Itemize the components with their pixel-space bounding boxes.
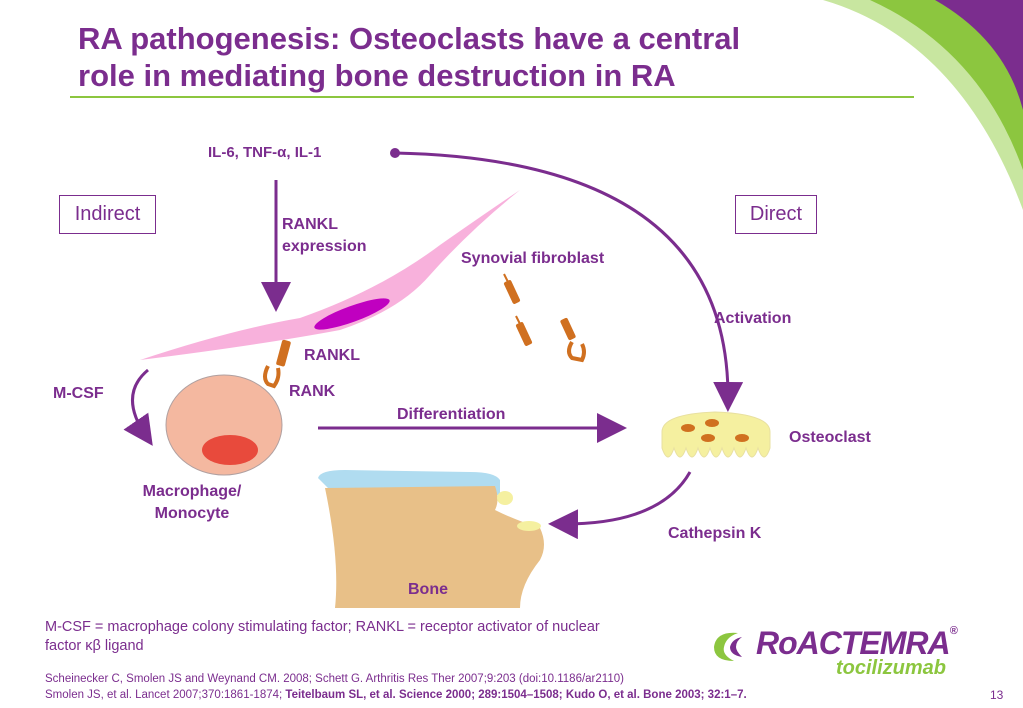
differentiation-label: Differentiation	[397, 406, 506, 423]
rank-label: RANK	[289, 383, 336, 400]
bone-erosion-osteoclast-2	[517, 521, 541, 531]
macrophage-nucleus	[202, 435, 258, 465]
references: Scheinecker C, Smolen JS and Weynand CM.…	[45, 671, 945, 703]
title-underline	[70, 96, 914, 98]
bone-shape	[325, 486, 544, 608]
indirect-box: Indirect	[59, 195, 156, 234]
cytokines-label: IL-6, TNF-α, IL-1	[208, 144, 322, 161]
free-rankl-3	[560, 317, 576, 341]
osteoclast-nucleus-4	[735, 434, 749, 442]
osteoclast-nucleus-2	[705, 419, 719, 427]
synovial-fibroblast-label: Synovial fibroblast	[461, 250, 605, 267]
activation-label: Activation	[714, 310, 792, 327]
rankl-expression-line-2: expression	[282, 238, 367, 255]
reference-line-2-plain: Smolen JS, et al. Lancet 2007;370:1861-1…	[45, 689, 286, 701]
bone-label: Bone	[408, 581, 448, 598]
abbreviation-footnote: M-CSF = macrophage colony stimulating fa…	[45, 618, 665, 656]
rankl-expression-line-1: RANKL	[282, 216, 338, 233]
free-rankl-1	[503, 280, 521, 304]
mcsf-arrow	[123, 368, 153, 446]
osteoclast-label: Osteoclast	[789, 429, 871, 446]
reference-line-2-bold: Teitelbaum SL, et al. Science 2000; 289:…	[285, 689, 747, 701]
fibroblast-nucleus	[314, 298, 390, 330]
roactemra-logo: RoACTEMRA® tocilizumab	[700, 623, 990, 683]
rankl-expression-label: RANKL expression	[282, 214, 366, 258]
footnote-line-2: factor κβ ligand	[45, 638, 144, 654]
logo-trademark: ®	[949, 625, 958, 637]
reference-line-2: Smolen JS, et al. Lancet 2007;370:1861-1…	[45, 687, 945, 703]
mcsf-label: M-CSF	[53, 385, 104, 402]
macrophage-line-2: Monocyte	[154, 505, 230, 522]
rank-receptor	[263, 365, 281, 389]
cathepsin-label: Cathepsin K	[668, 525, 762, 542]
logo-brand-name: RoACTEMRA	[756, 625, 951, 661]
bone-erosion-osteoclast-1	[497, 491, 513, 505]
logo-swirl-icon	[714, 632, 742, 661]
title-line-1: RA pathogenesis: Osteoclasts have a cent…	[78, 21, 741, 56]
title-line-2: role in mediating bone destruction in RA	[78, 58, 676, 93]
page-number: 13	[990, 688, 1004, 702]
rankl-ligand	[276, 339, 291, 367]
osteoclast-cell	[661, 411, 771, 458]
free-rankl-1-stem	[503, 273, 509, 283]
footnote-line-1: M-CSF = macrophage colony stimulating fa…	[45, 619, 600, 635]
cathepsin-arrow	[548, 471, 692, 540]
rankl-label: RANKL	[304, 347, 360, 364]
free-rank-receptor	[567, 340, 586, 363]
macrophage-line-1: Macrophage/	[142, 483, 242, 500]
reference-line-1: Scheinecker C, Smolen JS and Weynand CM.…	[45, 673, 624, 685]
osteoclast-nucleus-1	[681, 424, 695, 432]
free-rankl-2-stem	[515, 315, 521, 325]
slide-title: RA pathogenesis: Osteoclasts have a cent…	[78, 20, 858, 94]
macrophage-label: Macrophage/ Monocyte	[128, 481, 256, 525]
free-rankl-2	[515, 322, 533, 346]
logo-brand-text: RoACTEMRA®	[756, 625, 958, 662]
logo-subtitle: tocilizumab	[836, 657, 947, 679]
activation-arrow	[394, 151, 744, 412]
direct-box: Direct	[735, 195, 817, 234]
osteoclast-nucleus-3	[701, 434, 715, 442]
